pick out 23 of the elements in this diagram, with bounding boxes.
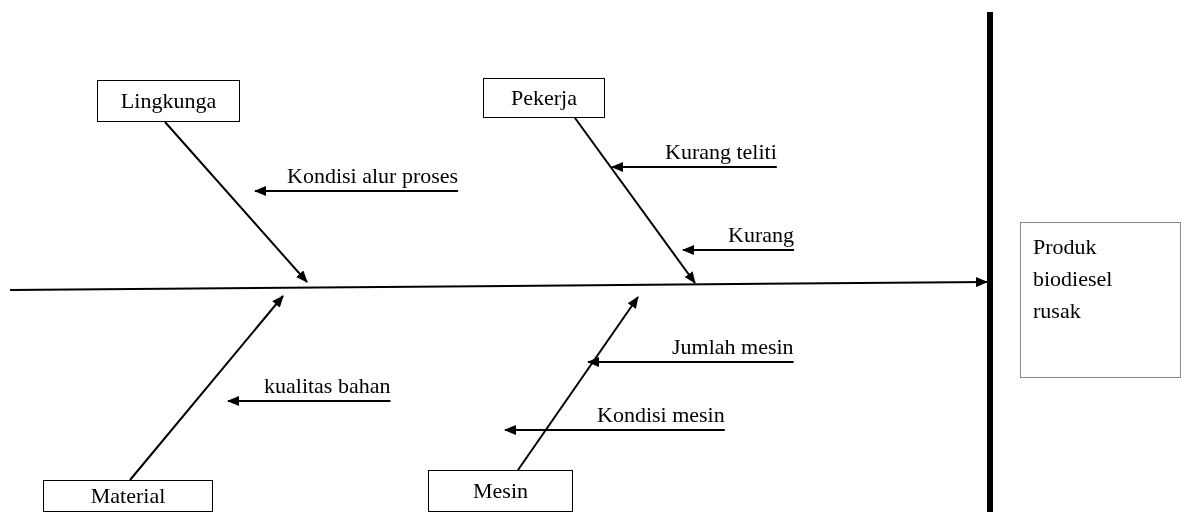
bone-arrow bbox=[129, 295, 284, 481]
cause-label: Kondisi alur proses bbox=[287, 163, 459, 190]
bone-arrow bbox=[164, 121, 308, 283]
bone-arrow bbox=[574, 117, 696, 284]
cause-arrow bbox=[611, 162, 778, 172]
cause-label: Kondisi mesin bbox=[597, 402, 725, 429]
category-box: Mesin bbox=[428, 470, 573, 512]
cause-label: Jumlah mesin bbox=[672, 334, 794, 361]
effect-box: Produk biodiesel rusak bbox=[1020, 222, 1181, 378]
cause-arrow bbox=[504, 425, 726, 435]
bone-arrow bbox=[517, 296, 639, 471]
spine-arrow bbox=[9, 277, 988, 291]
cause-arrow bbox=[587, 357, 795, 367]
cause-arrow bbox=[227, 396, 392, 406]
cause-arrow bbox=[254, 186, 460, 196]
category-box: Pekerja bbox=[483, 78, 605, 118]
vertical-bar bbox=[987, 12, 993, 512]
category-box: Material bbox=[43, 480, 213, 512]
cause-arrow bbox=[682, 245, 795, 255]
cause-label: Kurang bbox=[728, 222, 794, 249]
cause-label: Kurang teliti bbox=[665, 139, 777, 166]
cause-label: kualitas bahan bbox=[264, 373, 391, 400]
category-box: Lingkunga bbox=[97, 80, 240, 122]
